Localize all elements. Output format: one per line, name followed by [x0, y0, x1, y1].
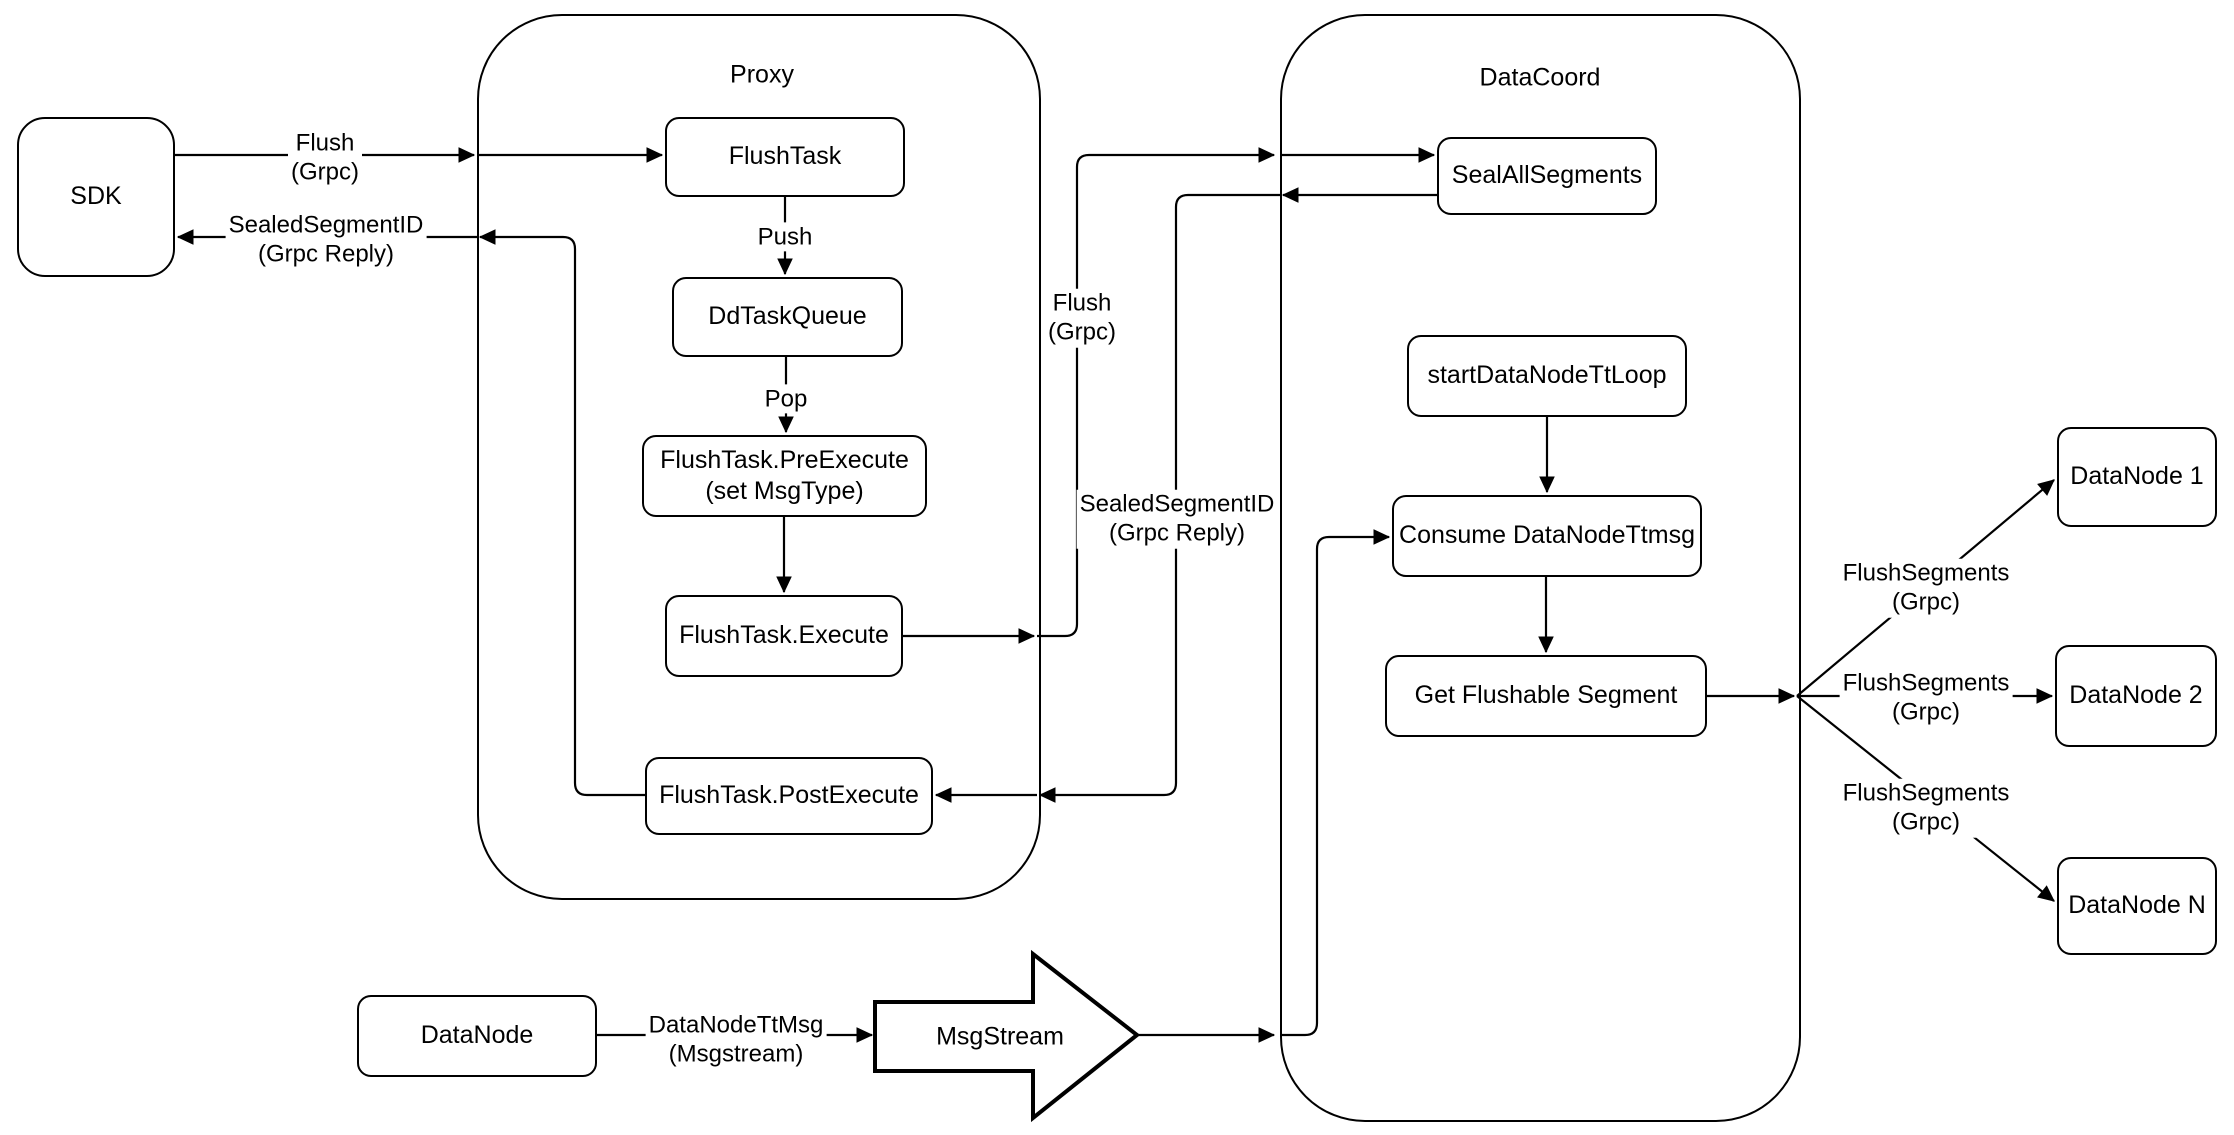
node-datanode-1: DataNode 1 — [2057, 427, 2217, 527]
node-flushtask: FlushTask — [665, 117, 905, 197]
node-startdatanodettloop-label: startDataNodeTtLoop — [1427, 361, 1667, 390]
msgstream-shape-label: MsgStream — [936, 1022, 1064, 1051]
edge-label-flush-sdk: Flush (Grpc) — [288, 128, 362, 188]
proxy-container — [477, 14, 1041, 900]
msgstream-shape — [873, 949, 1141, 1123]
edge-label-flush-mid: Flush (Grpc) — [1045, 288, 1119, 348]
edge-label-flushsegments-1: FlushSegments (Grpc) — [1839, 558, 2013, 618]
node-sdk: SDK — [17, 117, 175, 277]
edge-label-pop: Pop — [761, 384, 811, 414]
node-datanode-bottom: DataNode — [357, 995, 597, 1077]
edge-label-sealedsegmentid-mid: SealedSegmentID (Grpc Reply) — [1076, 489, 1278, 549]
node-ddtaskqueue-label: DdTaskQueue — [708, 302, 867, 331]
node-sealallsegments: SealAllSegments — [1437, 137, 1657, 215]
edge-label-sealedsegmentid-sdk: SealedSegmentID (Grpc Reply) — [225, 210, 427, 270]
node-datanode-2: DataNode 2 — [2055, 645, 2217, 747]
node-datanode-bottom-label: DataNode — [420, 1021, 534, 1050]
node-ddtaskqueue: DdTaskQueue — [672, 277, 903, 357]
node-execute: FlushTask.Execute — [665, 595, 903, 677]
node-preexecute-sublabel: (set MsgType) — [705, 477, 864, 505]
node-preexecute-label: FlushTask.PreExecute — [660, 445, 909, 474]
node-execute-label: FlushTask.Execute — [679, 621, 889, 650]
edge-label-push: Push — [754, 222, 816, 252]
node-datanode-n-label: DataNode N — [2068, 891, 2206, 920]
node-postexecute: FlushTask.PostExecute — [645, 757, 933, 835]
edge-flush-to-datacoord — [1037, 147, 1276, 638]
edge-postexecute-to-border — [478, 229, 645, 797]
node-postexecute-label: FlushTask.PostExecute — [659, 781, 919, 810]
node-sdk-label: SDK — [70, 182, 122, 211]
datacoord-container-label: DataCoord — [1479, 63, 1601, 92]
edge-border-to-consume — [1280, 529, 1391, 1037]
edge-label-flushsegments-2: FlushSegments (Grpc) — [1839, 668, 2013, 728]
edge-label-datanodettmsg: DataNodeTtMsg (Msgstream) — [645, 1010, 827, 1070]
edge-label-flushsegments-3: FlushSegments (Grpc) — [1839, 778, 2013, 838]
node-flushtask-label: FlushTask — [728, 142, 842, 171]
node-consume-datanodettmsg-label: Consume DataNodeTtmsg — [1399, 521, 1695, 550]
node-sealallsegments-label: SealAllSegments — [1451, 161, 1643, 190]
node-startdatanodettloop: startDataNodeTtLoop — [1407, 335, 1687, 417]
datacoord-container — [1280, 14, 1801, 1122]
node-get-flushable-segment-label: Get Flushable Segment — [1414, 681, 1678, 710]
proxy-container-label: Proxy — [730, 60, 794, 89]
node-consume-datanodettmsg: Consume DataNodeTtmsg — [1392, 495, 1702, 577]
node-get-flushable-segment: Get Flushable Segment — [1385, 655, 1707, 737]
node-datanode-2-label: DataNode 2 — [2069, 681, 2203, 710]
node-datanode-1-label: DataNode 1 — [2070, 462, 2204, 491]
node-datanode-n: DataNode N — [2057, 857, 2217, 955]
node-preexecute: FlushTask.PreExecute (set MsgType) — [642, 435, 927, 517]
